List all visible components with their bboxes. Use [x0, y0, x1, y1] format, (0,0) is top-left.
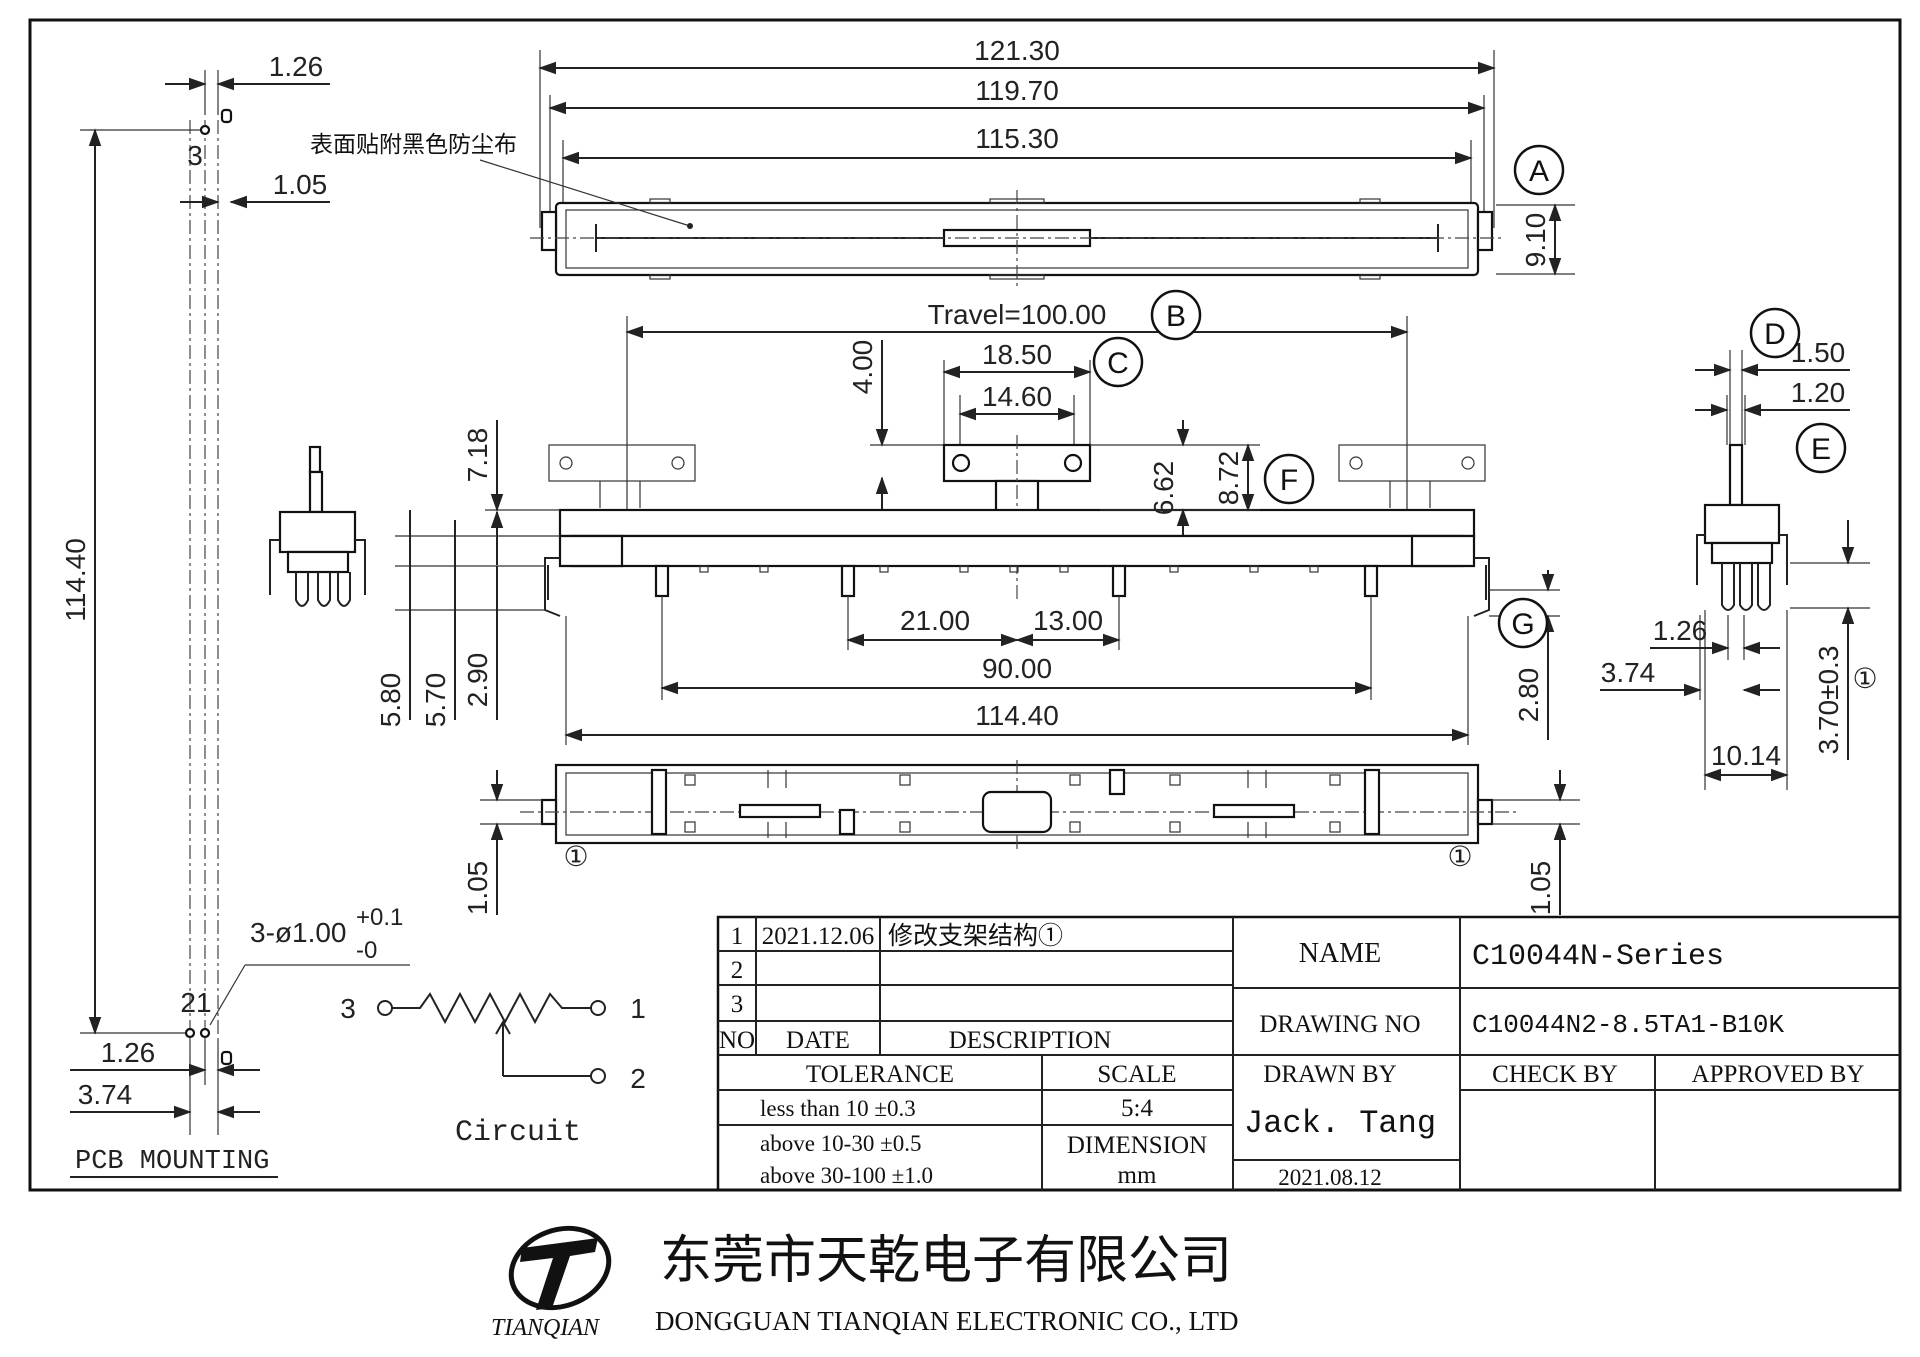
dim-18-50: 18.50	[982, 339, 1052, 370]
hole-spec: 3-ø1.00	[250, 917, 347, 948]
dim-1-05-right: 1.05	[1525, 861, 1556, 916]
pcb-pin-3: 3	[187, 140, 203, 171]
dim-1-05-left: 1.05	[462, 861, 493, 916]
dimension-label: DIMENSION	[1067, 1132, 1207, 1159]
marker-b-label: B	[1166, 300, 1186, 333]
pcb-dim-1-05: 1.05	[273, 169, 328, 200]
right-side-view: 1.50 1.20 D E 3.70±0.3 ① 1.26 3.74 10.14	[1600, 307, 1878, 790]
dim-2-80: 2.80	[1513, 668, 1544, 723]
pcb-mounting-label: PCB MOUNTING	[75, 1147, 269, 1177]
pcb-dim-1-26-bottom: 1.26	[101, 1037, 156, 1068]
drawn-date: 2021.08.12	[1278, 1165, 1382, 1190]
marker-c	[1092, 336, 1144, 388]
title-block: 1 2021.12.06 修改支架结构① 2 3 NO DATE DESCRIP…	[716, 915, 1902, 1192]
company-name-cn: 东莞市天乾电子有限公司	[660, 1231, 1232, 1291]
dim-14-60: 14.60	[982, 381, 1052, 412]
marker-g	[1497, 597, 1549, 649]
dim-7-18: 7.18	[462, 428, 493, 483]
company-name-en: DONGGUAN TIANQIAN ELECTRONIC CO., LTD	[655, 1306, 1238, 1336]
header-description: DESCRIPTION	[949, 1027, 1112, 1054]
marker-e-label: E	[1811, 433, 1831, 466]
pcb-pins-21: 21	[180, 987, 211, 1018]
dim-13-00: 13.00	[1033, 605, 1103, 636]
front-view: Travel=100.00 B 18.50 14.60 C 4.00	[375, 289, 1560, 745]
pcb-dim-3-74: 3.74	[78, 1079, 133, 1110]
pcb-dim-114-40: 114.40	[60, 538, 91, 622]
drawn-by-label: DRAWN BY	[1263, 1061, 1396, 1088]
dim-5-70: 5.70	[420, 673, 451, 728]
top-view: 121.30 119.70 115.30 表面贴附黑色防尘布 9.10 A	[310, 35, 1575, 290]
dim-2-90: 2.90	[462, 653, 493, 708]
header-no: NO	[719, 1027, 755, 1054]
rev-3-no: 3	[731, 991, 744, 1018]
dim-21-00: 21.00	[900, 605, 970, 636]
note-circle-1-left: ①	[563, 841, 588, 872]
circuit-diagram: 3 1 2 Circuit	[340, 991, 646, 1150]
marker-d-label: D	[1764, 318, 1786, 351]
marker-f-label: F	[1280, 464, 1298, 497]
marker-a-label: A	[1529, 155, 1549, 188]
marker-a	[1513, 144, 1565, 196]
marker-d	[1749, 307, 1801, 359]
dim-90-00: 90.00	[982, 653, 1052, 684]
dim-115-30: 115.30	[975, 123, 1059, 154]
company-logo: TIANQIAN	[491, 1225, 612, 1341]
dim-6-62: 6.62	[1148, 461, 1179, 516]
marker-g-label: G	[1511, 608, 1534, 641]
circuit-label: Circuit	[455, 1116, 581, 1150]
rev-1-description: 修改支架结构①	[888, 922, 1063, 950]
dim-side-1-26: 1.26	[1653, 615, 1708, 646]
hole-tol-minus: -0	[356, 937, 377, 964]
note-circle-1-side: ①	[1852, 663, 1877, 694]
left-side-view	[269, 445, 366, 607]
approved-by-label: APPROVED BY	[1692, 1061, 1865, 1088]
check-by-label: CHECK BY	[1492, 1061, 1618, 1088]
dim-3-70: 3.70±0.3	[1813, 646, 1844, 755]
circuit-pin-3: 3	[340, 993, 356, 1024]
tolerance-row-3: above 30-100 ±1.0	[760, 1163, 933, 1188]
dimension-value: mm	[1118, 1162, 1157, 1189]
hole-tol-plus: +0.1	[356, 904, 403, 931]
drawing-no-value: C10044N2-8.5TA1-B10K	[1472, 1010, 1784, 1040]
dim-121-30: 121.30	[974, 35, 1060, 66]
tolerance-row-2: above 10-30 ±0.5	[760, 1131, 921, 1156]
dim-side-3-74: 3.74	[1601, 657, 1656, 688]
tolerance-label: TOLERANCE	[806, 1061, 954, 1088]
surface-note: 表面贴附黑色防尘布	[310, 132, 517, 157]
dim-1-20: 1.20	[1791, 377, 1846, 408]
marker-f	[1263, 453, 1315, 505]
tolerance-row-1: less than 10 ±0.3	[760, 1096, 916, 1121]
dim-10-14: 10.14	[1711, 740, 1781, 771]
circuit-pin-2: 2	[630, 1063, 646, 1094]
scale-value: 5:4	[1121, 1095, 1153, 1122]
dim-5-80: 5.80	[375, 673, 406, 728]
drawing-no-label: DRAWING NO	[1259, 1011, 1420, 1038]
marker-b	[1150, 289, 1202, 341]
note-circle-1-right: ①	[1447, 841, 1472, 872]
bottom-view: 1.05 1.05 ① ①	[462, 760, 1580, 915]
scale-label: SCALE	[1097, 1061, 1176, 1088]
pcb-mounting: 1.26 1.05 3 114.40 21 3-ø1.00 +0.1 -0 1.…	[60, 51, 410, 1178]
drawn-by-value: Jack. Tang	[1244, 1105, 1436, 1142]
dim-119-70: 119.70	[975, 75, 1059, 106]
logo-text: TIANQIAN	[491, 1315, 601, 1341]
rev-1-date: 2021.12.06	[762, 923, 875, 950]
name-value: C10044N-Series	[1472, 940, 1724, 974]
dim-8-72: 8.72	[1213, 451, 1244, 506]
marker-c-label: C	[1107, 347, 1129, 380]
dim-114-40: 114.40	[975, 700, 1059, 731]
dim-1-50: 1.50	[1791, 337, 1846, 368]
dim-travel: Travel=100.00	[928, 299, 1107, 330]
dim-4-00: 4.00	[847, 340, 878, 395]
circuit-pin-1: 1	[630, 993, 646, 1024]
rev-2-no: 2	[731, 957, 744, 984]
dim-9-10: 9.10	[1520, 213, 1551, 268]
marker-e	[1795, 422, 1847, 474]
header-date: DATE	[786, 1027, 850, 1054]
pcb-dim-1-26-top: 1.26	[269, 51, 324, 82]
name-label: NAME	[1299, 938, 1381, 969]
rev-1-no: 1	[731, 923, 744, 950]
